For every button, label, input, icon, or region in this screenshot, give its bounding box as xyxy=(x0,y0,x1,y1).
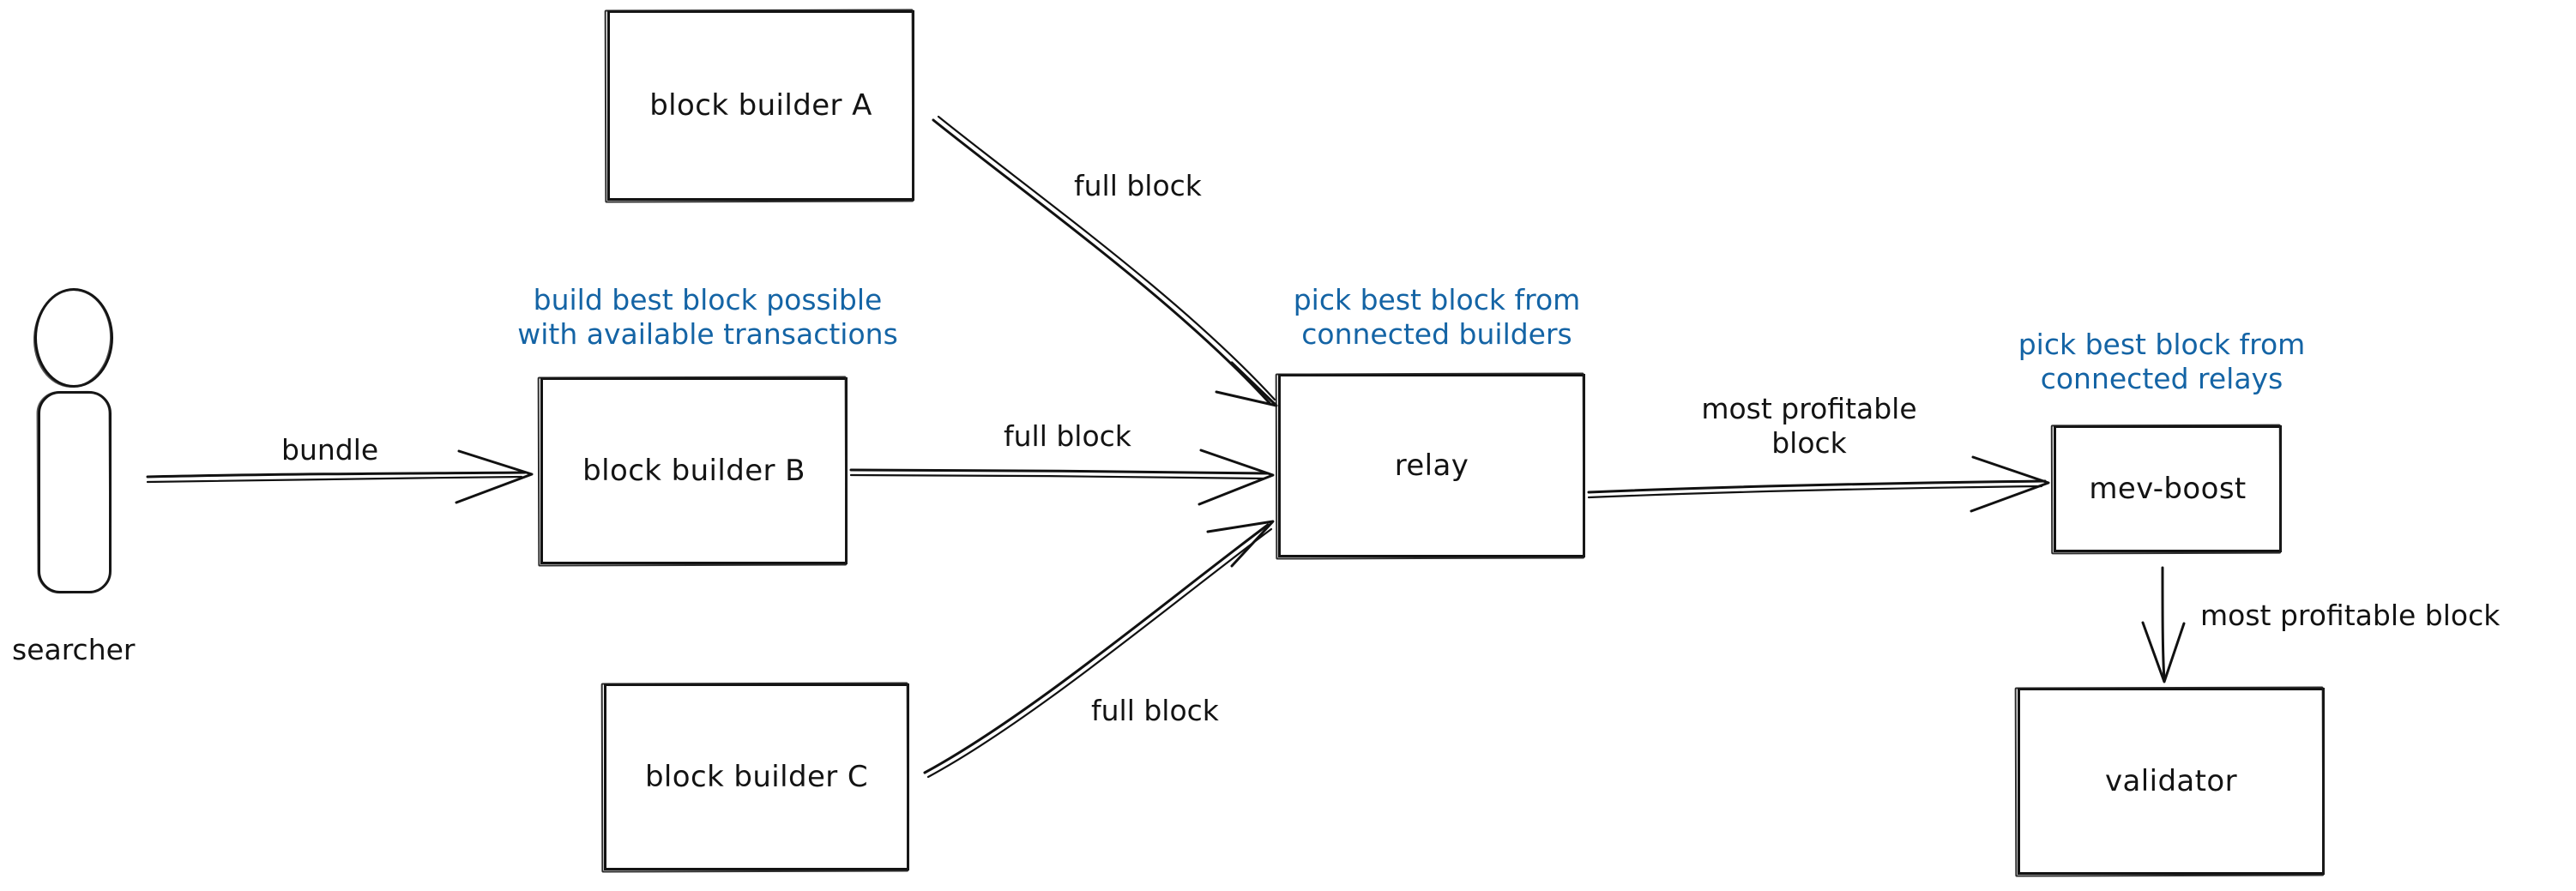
edge-builder-a-to-relay xyxy=(932,115,1278,407)
node-block-builder-a[interactable]: block builder A xyxy=(607,10,914,201)
edge-label-most-profitable-block-stacked: most profitable block xyxy=(1701,392,1917,461)
node-block-builder-c[interactable]: block builder C xyxy=(604,683,909,870)
searcher-head-icon xyxy=(34,288,113,388)
annotation-relay-note: pick best block from connected builders xyxy=(1293,283,1581,352)
node-label: relay xyxy=(1394,449,1469,483)
annotation-builder-note: build best block possible with available… xyxy=(517,283,898,352)
edge-label-most-profitable-block-inline: most profitable block xyxy=(2200,599,2501,632)
node-label: mev-boost xyxy=(2089,472,2247,506)
node-label: validator xyxy=(2105,764,2237,798)
annotation-mevboost-note: pick best block from connected relays xyxy=(2018,328,2306,396)
edge-relay-to-mevboost xyxy=(1587,455,2050,513)
node-relay[interactable]: relay xyxy=(1278,374,1585,557)
node-mev-boost[interactable]: mev-boost xyxy=(2054,425,2282,552)
edge-mevboost-to-validator xyxy=(2141,566,2186,683)
node-label: block builder C xyxy=(644,760,869,794)
edge-label-full-block-b: full block xyxy=(1004,419,1131,453)
node-validator[interactable]: validator xyxy=(2018,688,2325,875)
edge-label-bundle: bundle xyxy=(281,433,379,467)
searcher-body-icon xyxy=(38,391,112,593)
edge-label-full-block-a: full block xyxy=(1074,169,1202,202)
edge-builder-c-to-relay xyxy=(923,520,1275,779)
searcher-label: searcher xyxy=(12,633,136,666)
node-label: block builder B xyxy=(582,454,805,488)
edge-label-full-block-c: full block xyxy=(1091,694,1219,727)
node-block-builder-b[interactable]: block builder B xyxy=(540,377,848,564)
node-label: block builder A xyxy=(649,88,872,123)
edge-builder-b-to-relay xyxy=(849,449,1275,506)
